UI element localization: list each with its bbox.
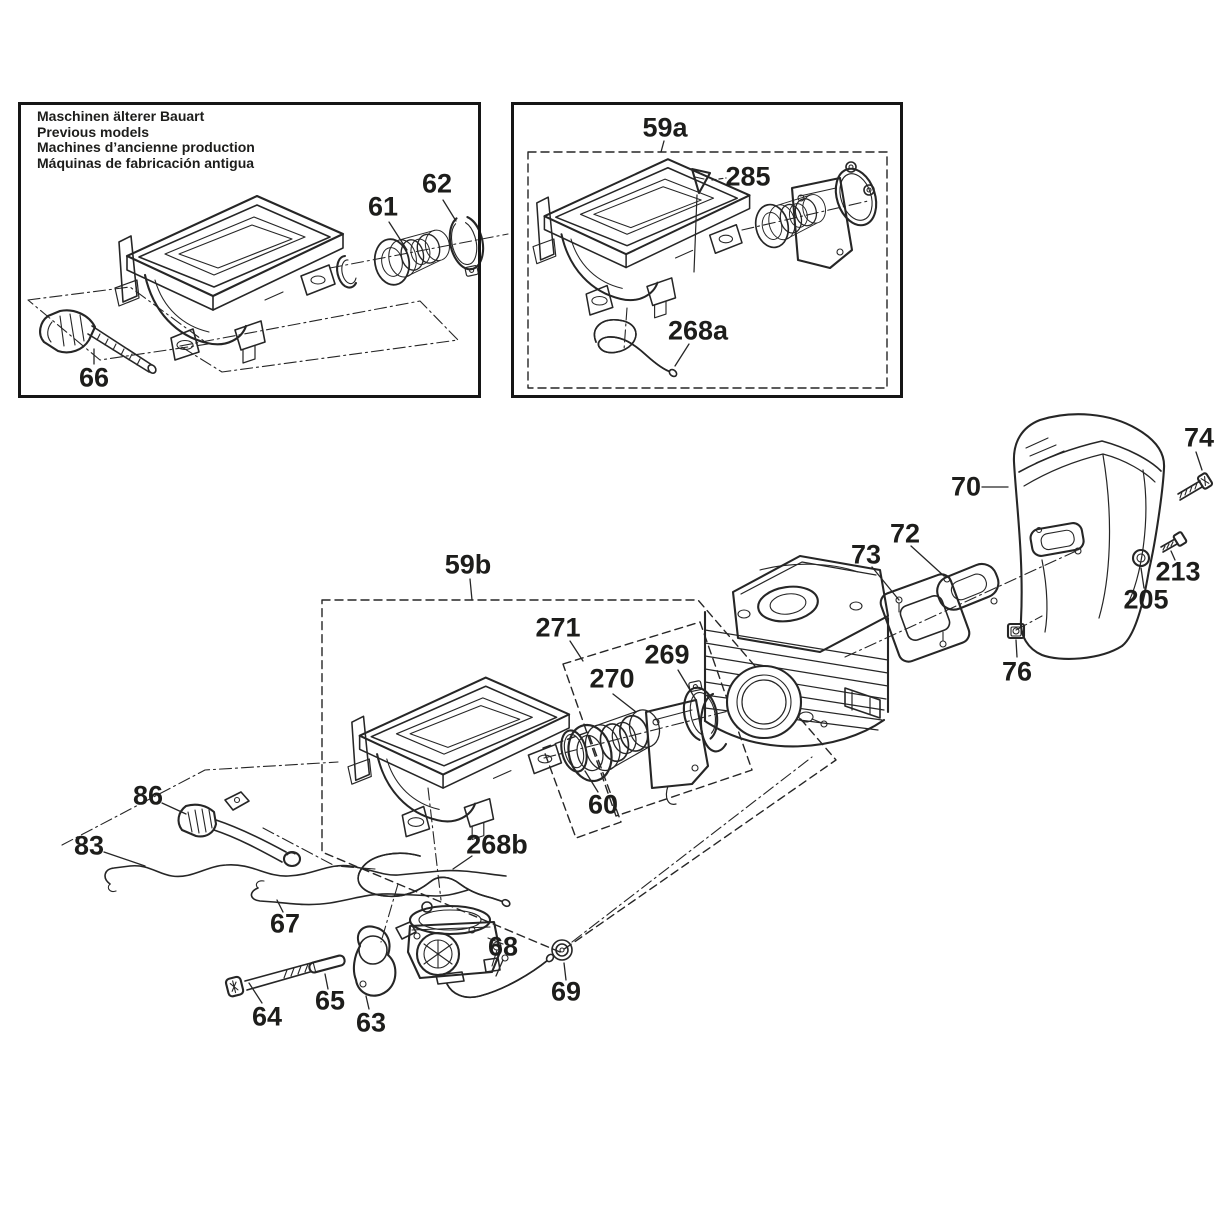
part-label-59b: 59b (444, 549, 492, 580)
part-label-62: 62 (421, 168, 453, 199)
wire-83 (104, 864, 507, 892)
washer-205 (1131, 548, 1151, 568)
previous-models-heading: Maschinen älterer Bauart Previous models… (37, 108, 255, 171)
manifold-270 (561, 698, 710, 805)
clamp-ring-269 (676, 677, 723, 744)
cylinder (699, 554, 890, 753)
muffler-70 (1012, 413, 1166, 660)
sleeve-65 (308, 954, 346, 974)
heading-line-en: Previous models (37, 123, 150, 140)
hose-268a (593, 318, 678, 378)
heading-line-es: Máquinas de fabricación antigua (37, 154, 255, 171)
part-label-59a: 59a (642, 112, 688, 143)
ring-seal (336, 254, 358, 289)
part-label-70: 70 (950, 471, 982, 502)
nut-76 (1006, 622, 1026, 640)
exhaust-gasket-72 (936, 562, 1000, 611)
heading-line-fr: Machines d’ancienne production (37, 139, 255, 155)
part-label-76: 76 (1001, 656, 1033, 687)
cooling-plate-73 (879, 573, 971, 663)
part-label-67: 67 (269, 908, 301, 939)
wedge-285 (690, 167, 727, 273)
screw-74 (1177, 472, 1214, 501)
part-label-61: 61 (367, 191, 399, 222)
previous-models-drawing (27, 194, 509, 374)
part-label-60: 60 (587, 789, 619, 820)
part-label-72: 72 (889, 518, 921, 549)
part-label-66: 66 (78, 362, 110, 393)
hose-268b (357, 852, 511, 908)
part-label-83: 83 (73, 830, 105, 861)
wing-screw-66 (39, 309, 157, 374)
part-label-63: 63 (355, 1007, 387, 1038)
choke-lever-86 (177, 791, 302, 868)
hose-68 (446, 953, 555, 999)
gasket-ring-59a (834, 161, 878, 227)
variant-59a-drawing (527, 140, 888, 389)
screw-213 (1160, 531, 1188, 553)
carburetor (395, 901, 509, 985)
part-label-268a: 268a (667, 315, 729, 346)
previous-models-inset-box (18, 102, 481, 398)
gasket-63 (352, 925, 397, 997)
heading-line-de: Maschinen älterer Bauart (37, 108, 205, 124)
part-label-213: 213 (1155, 556, 1201, 587)
manifold-59a (750, 176, 854, 270)
part-label-64: 64 (251, 1001, 283, 1032)
wire-67 (250, 880, 469, 906)
part-label-74: 74 (1183, 422, 1215, 453)
part-label-285: 285 (725, 161, 771, 192)
part-label-271: 271 (535, 612, 581, 643)
part-label-268b: 268b (466, 829, 528, 860)
part-label-69: 69 (550, 976, 582, 1007)
part-label-269: 269 (644, 639, 690, 670)
airbox-59b-group (321, 578, 837, 953)
part-label-68: 68 (487, 931, 519, 962)
part-label-205: 205 (1123, 584, 1169, 615)
manifold-271-group (542, 621, 753, 839)
grommet-69 (551, 939, 573, 961)
part-label-270: 270 (589, 663, 635, 694)
part-label-65: 65 (314, 985, 346, 1016)
variant-59a-inset-box (511, 102, 903, 398)
part-label-73: 73 (850, 539, 882, 570)
part-label-86: 86 (132, 780, 164, 811)
